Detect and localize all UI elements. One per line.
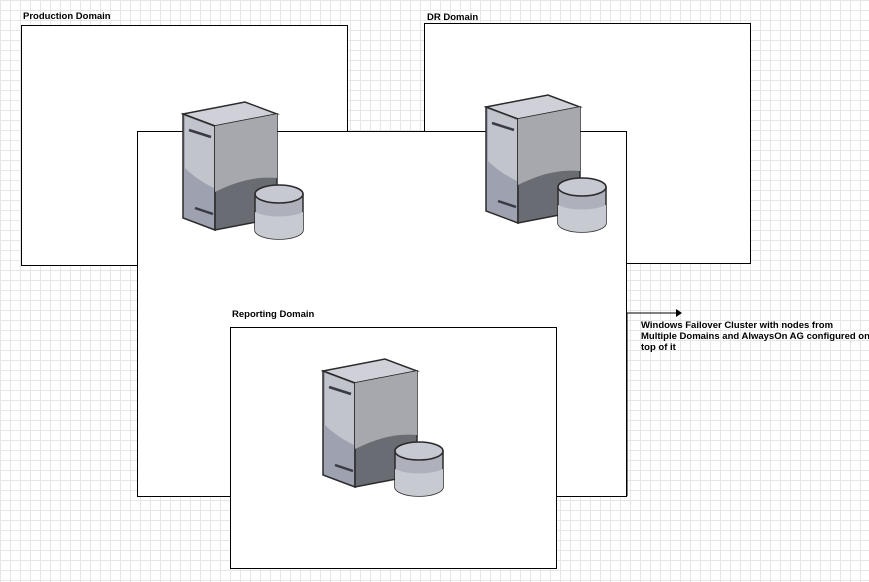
dr-domain-label: DR Domain <box>427 12 479 23</box>
production-database-server-icon <box>181 100 305 240</box>
reporting-domain-label: Reporting Domain <box>232 309 315 320</box>
arrow-head-icon <box>676 309 682 317</box>
cluster-description-note: Windows Failover Cluster with nodes from… <box>641 320 869 353</box>
reporting-database-server-icon <box>321 357 445 497</box>
dr-database-server-icon <box>484 93 608 233</box>
cluster-note-connector <box>626 309 682 496</box>
production-domain-label: Production Domain <box>23 11 111 22</box>
